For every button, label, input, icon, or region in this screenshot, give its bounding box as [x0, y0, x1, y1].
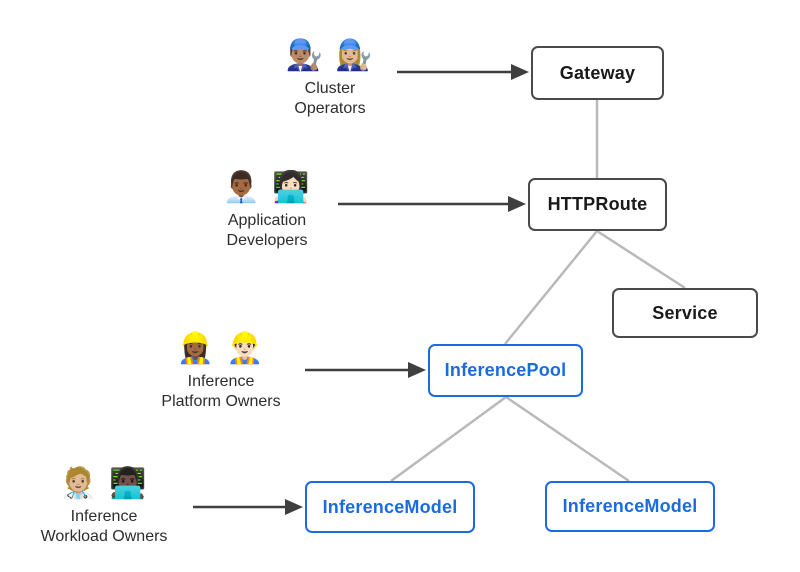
node-gateway: Gateway [531, 46, 664, 100]
edge-httproute-inferencepool [504, 230, 598, 345]
node-inferencemodel-right: InferenceModel [545, 481, 715, 532]
persona-inference-workload-owners: 🧑🏼‍⚕️ 👨🏿‍💻 Inference Workload Owners [19, 466, 189, 547]
persona-label-line: Platform Owners [161, 393, 281, 410]
node-inferencemodel-left: InferenceModel [305, 481, 475, 533]
inference-platform-owners-label: Inference Platform Owners [136, 372, 306, 412]
persona-inference-platform-owners: 👷🏾‍♀️ 👷🏻‍♂️ Inference Platform Owners [136, 331, 306, 412]
persona-label-line: Inference [187, 373, 255, 390]
inference-workload-owners-label: Inference Workload Owners [19, 507, 189, 547]
edge-httproute-service [596, 229, 686, 290]
node-service: Service [612, 288, 758, 338]
arrow-workload-owners-inferencemodel [193, 499, 303, 515]
node-httproute-label: HTTPRoute [547, 194, 648, 214]
edge-inferencepool-inferencemodel-right [505, 395, 630, 483]
persona-label-line: Cluster [304, 80, 356, 97]
persona-cluster-operators: 👨🏽‍🔧 👩🏼‍🔧 Cluster Operators [245, 38, 415, 119]
node-service-label: Service [652, 302, 718, 323]
node-inferencepool-label: InferencePool [444, 360, 567, 380]
inference-platform-owners-emoji: 👷🏾‍♀️ 👷🏻‍♂️ [176, 332, 266, 365]
persona-label-line: Operators [294, 100, 366, 117]
cluster-operators-emoji: 👨🏽‍🔧 👩🏼‍🔧 [285, 39, 375, 72]
node-gateway-label: Gateway [559, 62, 636, 83]
persona-application-developers: 👨🏾‍💼 👩🏻‍💻 Application Developers [182, 170, 352, 251]
arrow-cluster-operators-gateway [397, 64, 529, 80]
persona-label-line: Application [227, 212, 307, 229]
inference-workload-owners-emoji: 🧑🏼‍⚕️ 👨🏿‍💻 [59, 467, 149, 500]
persona-label-line: Workload Owners [40, 528, 168, 545]
arrow-platform-owners-inferencepool [305, 362, 426, 378]
edge-inferencepool-inferencemodel-left [390, 395, 507, 483]
node-inferencemodel-left-label: InferenceModel [322, 496, 458, 517]
arrow-application-developers-httproute [338, 196, 526, 212]
application-developers-label: Application Developers [182, 211, 352, 251]
cluster-operators-label: Cluster Operators [245, 79, 415, 119]
node-inferencemodel-right-label: InferenceModel [562, 496, 698, 516]
persona-label-line: Inference [70, 508, 138, 525]
application-developers-emoji: 👨🏾‍💼 👩🏻‍💻 [222, 171, 312, 204]
persona-label-line: Developers [226, 232, 308, 249]
node-httproute: HTTPRoute [528, 178, 667, 231]
node-inferencepool: InferencePool [428, 344, 583, 397]
